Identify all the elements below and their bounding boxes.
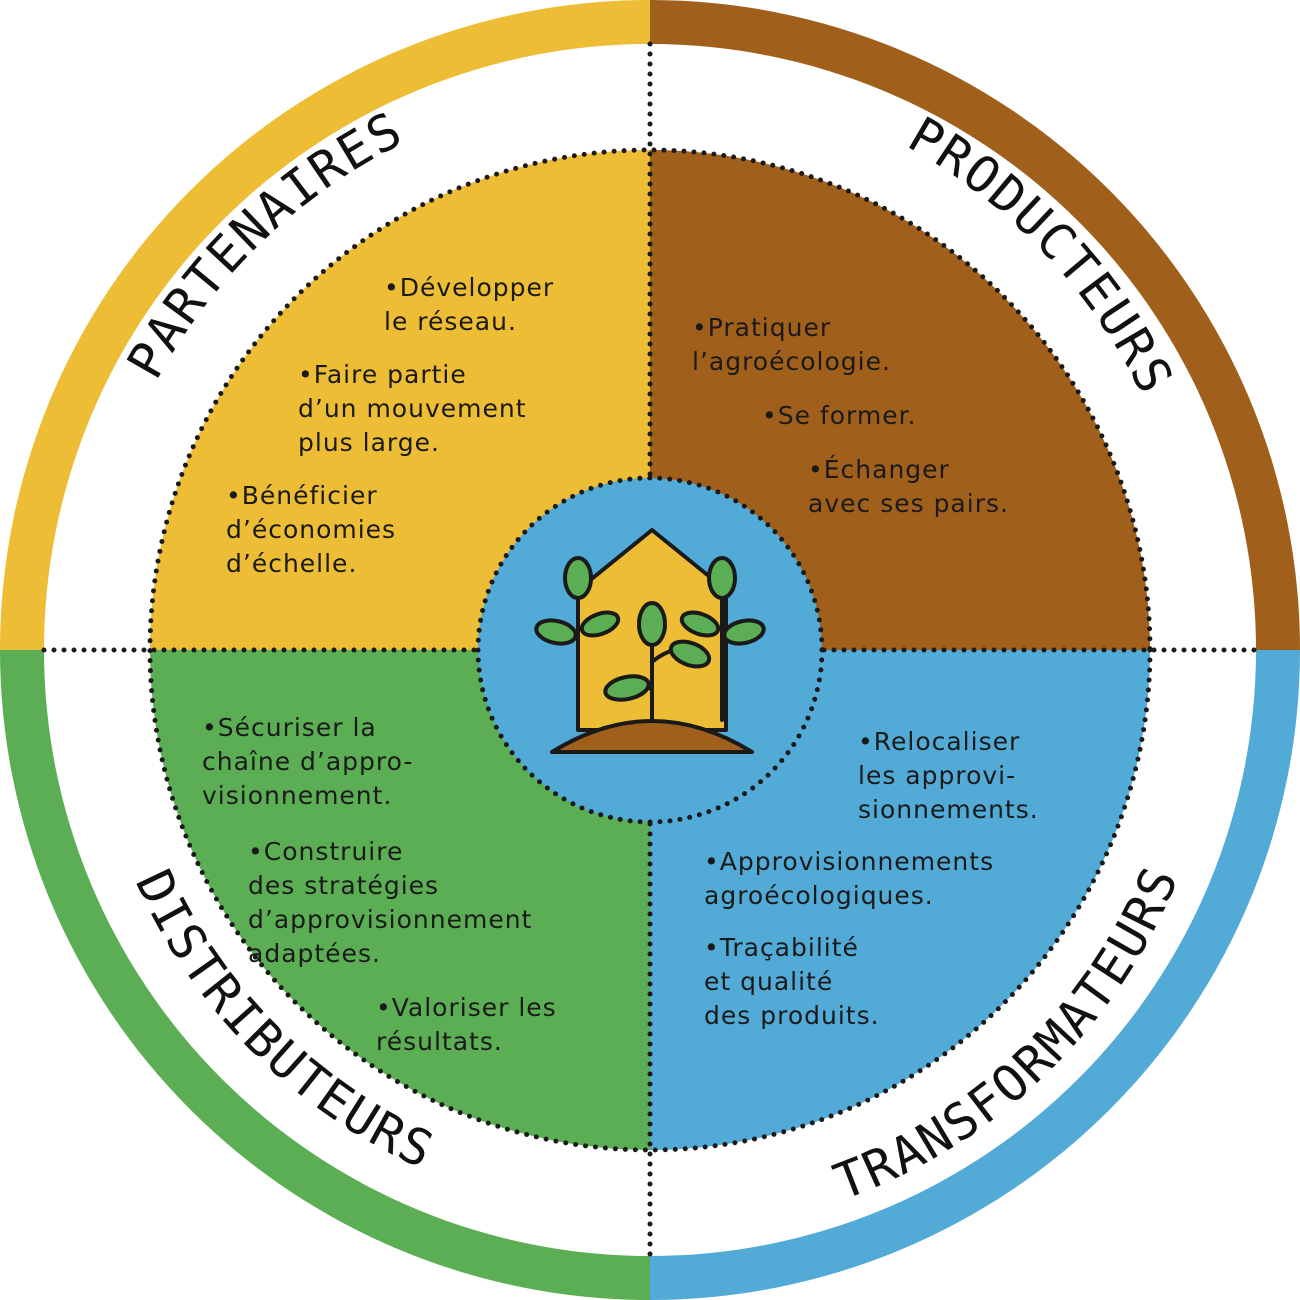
greenhouse-plant-icon (534, 528, 766, 754)
inner-quadrant-producteurs (650, 150, 1150, 650)
dotted-separators (41, 41, 1259, 1259)
inner-quadrant-partenaires (150, 150, 650, 650)
dotted-inner-boundary (147, 147, 1153, 1153)
bullet-producteurs-2: •Se former. (762, 401, 917, 430)
inner-quadrant-transformateurs (650, 650, 1150, 1150)
inner-quadrant-distributeurs (150, 650, 650, 1150)
